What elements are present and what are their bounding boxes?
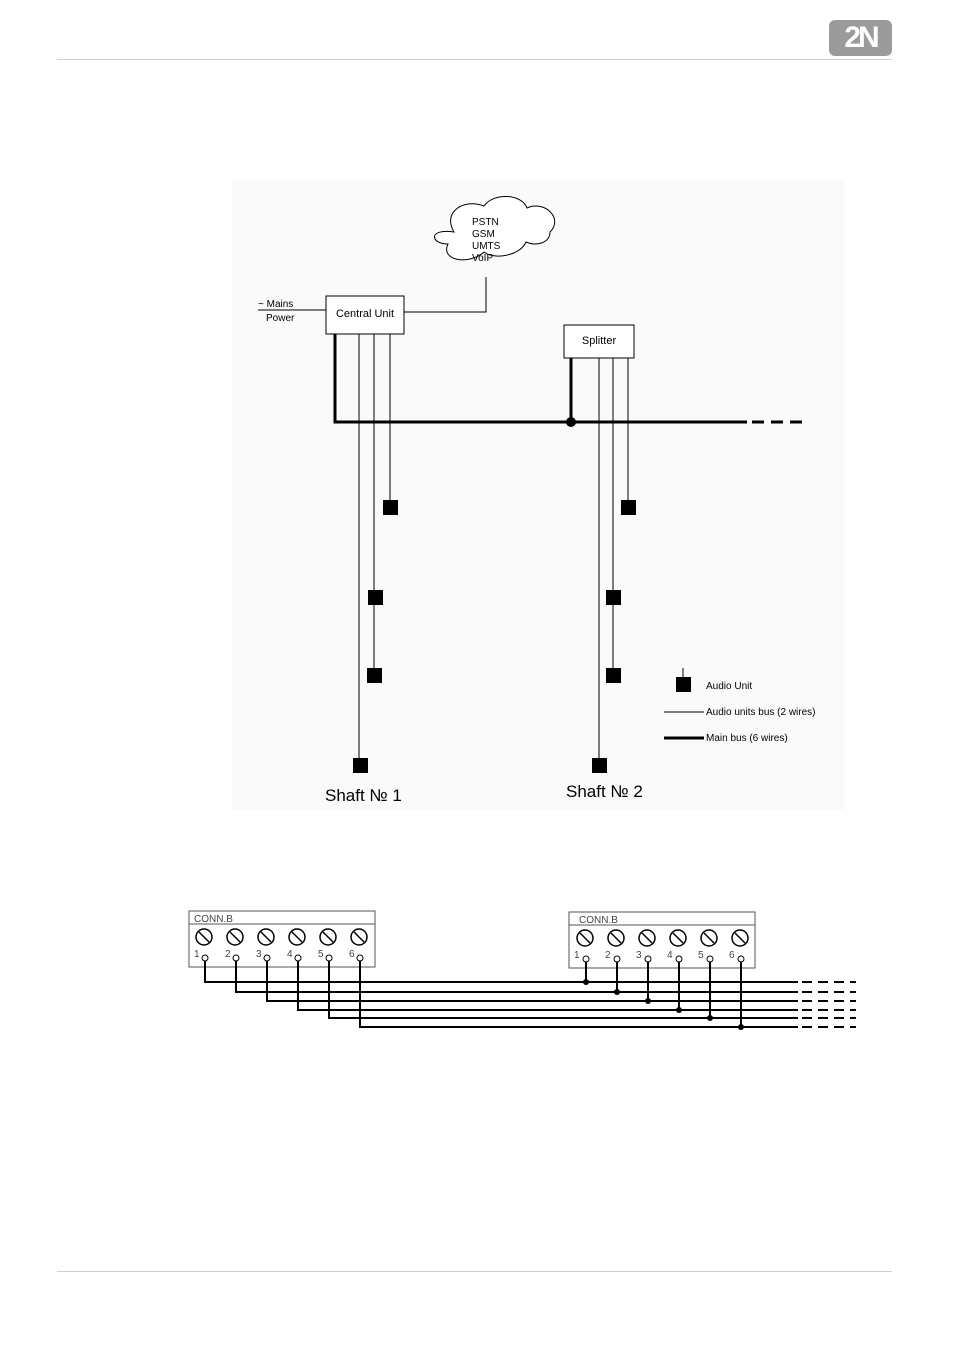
shaft1-audio-unit-2 bbox=[368, 590, 383, 605]
pin-contact bbox=[264, 955, 270, 961]
pin-contact bbox=[738, 956, 744, 962]
central-unit-label: Central Unit bbox=[336, 308, 394, 320]
footer-rule bbox=[57, 1271, 892, 1272]
pin-contact bbox=[202, 955, 208, 961]
shaft1-audio-unit-1 bbox=[383, 500, 398, 515]
main-bus bbox=[335, 334, 747, 422]
pin-contact bbox=[614, 956, 620, 962]
wire-continuations bbox=[802, 982, 856, 1027]
right-pin-4-label: 4 bbox=[667, 950, 673, 961]
shaft1-audio-unit-3 bbox=[367, 668, 382, 683]
network-link bbox=[404, 277, 486, 312]
shaft2-audio-unit-3 bbox=[606, 668, 621, 683]
legend-audio-bus-label: Audio units bus (2 wires) bbox=[706, 707, 816, 718]
topology-svg: PSTN GSM UMTS VoIP ~ Mains Power Central… bbox=[232, 180, 844, 810]
pin-contact bbox=[326, 955, 332, 961]
right-pin-5-label: 5 bbox=[698, 950, 704, 961]
pin-contact bbox=[295, 955, 301, 961]
left-pin-4-label: 4 bbox=[287, 949, 293, 960]
junction-dot bbox=[676, 1007, 682, 1013]
topology-diagram: PSTN GSM UMTS VoIP ~ Mains Power Central… bbox=[232, 180, 844, 810]
left-pin-5-label: 5 bbox=[318, 949, 324, 960]
junction-dot bbox=[738, 1024, 744, 1030]
junction-dot bbox=[614, 989, 620, 995]
pin-contact bbox=[676, 956, 682, 962]
right-pin-1-label: 1 bbox=[574, 950, 580, 961]
legend-main-bus-label: Main bus (6 wires) bbox=[706, 733, 788, 744]
mains-label: ~ Mains bbox=[258, 299, 293, 310]
right-pin-3-label: 3 bbox=[636, 950, 642, 961]
cloud-line-1: PSTN bbox=[472, 217, 499, 228]
shaft2-audio-unit-4 bbox=[592, 758, 607, 773]
legend-audio-unit-label: Audio Unit bbox=[706, 681, 752, 692]
right-pin-2-label: 2 bbox=[605, 950, 611, 961]
cloud-line-2: GSM bbox=[472, 229, 495, 240]
shaft2-audio-unit-1 bbox=[621, 500, 636, 515]
shaft2-label: Shaft № 2 bbox=[566, 782, 643, 801]
pin-contact bbox=[233, 955, 239, 961]
legend-audio-unit-icon bbox=[676, 677, 691, 692]
header-rule bbox=[57, 59, 892, 60]
right-pin-6-label: 6 bbox=[729, 950, 735, 961]
shaft1-audio-unit-4 bbox=[353, 758, 368, 773]
left-pin-3-label: 3 bbox=[256, 949, 262, 960]
power-label: Power bbox=[266, 313, 295, 324]
pin-contact bbox=[583, 956, 589, 962]
cloud-line-4: VoIP bbox=[472, 253, 493, 264]
splitter-label: Splitter bbox=[582, 335, 617, 347]
left-connector-label: CONN.B bbox=[194, 914, 233, 925]
shaft1-label: Shaft № 1 bbox=[325, 786, 402, 805]
2n-logo: 2N bbox=[829, 20, 892, 56]
pin-contact bbox=[707, 956, 713, 962]
connector-wiring-diagram: CONN.B 1 2 3 4 5 6 CONN.B 1 2 3 4 5 6 bbox=[180, 900, 870, 1050]
cloud-line-3: UMTS bbox=[472, 241, 501, 252]
junction-dot bbox=[583, 979, 589, 985]
wire-junctions bbox=[583, 979, 744, 1030]
left-pin-2-label: 2 bbox=[225, 949, 231, 960]
bus-junction bbox=[566, 417, 576, 427]
junction-dot bbox=[707, 1015, 713, 1021]
pin-contact bbox=[645, 956, 651, 962]
junction-dot bbox=[645, 998, 651, 1004]
left-pin-6-label: 6 bbox=[349, 949, 355, 960]
shaft2-audio-unit-2 bbox=[606, 590, 621, 605]
right-connector-label: CONN.B bbox=[579, 915, 618, 926]
pin-contact bbox=[357, 955, 363, 961]
left-pin-1-label: 1 bbox=[194, 949, 200, 960]
